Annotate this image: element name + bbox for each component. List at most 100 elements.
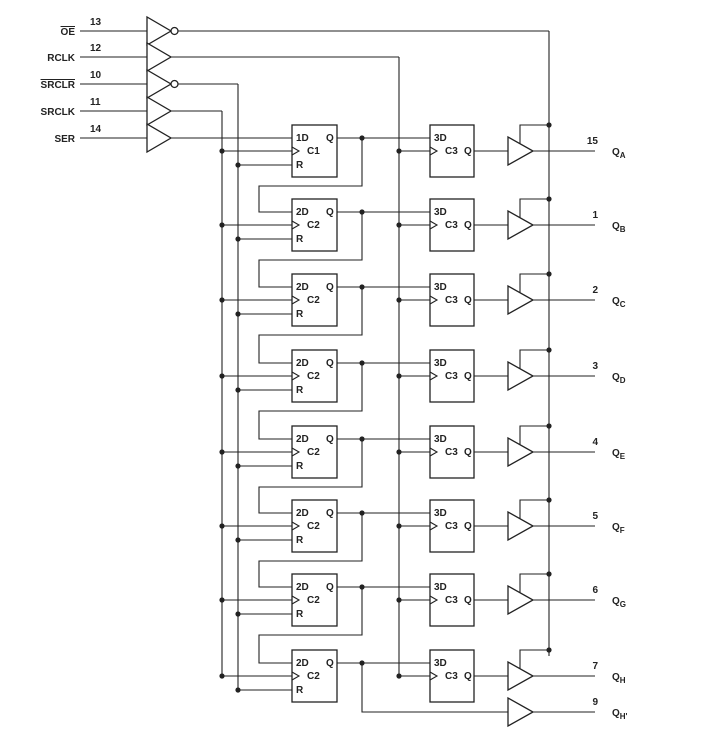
- serial-output-buffer: [507, 696, 535, 728]
- storage-q-label: Q: [464, 447, 472, 458]
- srclr-junction-dot: [235, 162, 241, 168]
- rclk-junction-dot: [396, 673, 402, 679]
- shift-q-label: Q: [326, 133, 334, 144]
- output-subscript: H': [620, 712, 628, 721]
- rclk-junction-dot: [396, 297, 402, 303]
- shift-q-label: Q: [326, 582, 334, 593]
- oe-junction-dot: [546, 196, 552, 202]
- output-label-qc: QC: [612, 296, 626, 309]
- clock-edge-icon: [291, 521, 301, 531]
- shift-d-label: 2D: [296, 434, 309, 445]
- storage-clock-label: C3: [445, 371, 458, 382]
- oe-junction-dot: [546, 497, 552, 503]
- storage-clock-label: C3: [445, 447, 458, 458]
- output-subscript: G: [620, 600, 626, 609]
- clock-edge-icon: [429, 595, 439, 605]
- shift-clock-label: C2: [307, 521, 320, 532]
- q-junction-dot: [359, 360, 365, 366]
- output-pin-9: 9: [592, 697, 598, 708]
- clock-edge-icon: [429, 371, 439, 381]
- storage-q-label: Q: [464, 371, 472, 382]
- input-label-rclk: RCLK: [47, 53, 76, 64]
- shift-d-label: 2D: [296, 658, 309, 669]
- rclk-junction-dot: [396, 597, 402, 603]
- input-pin-14: 14: [90, 124, 102, 135]
- input-pin-13: 13: [90, 17, 102, 28]
- input-srclr-inversion-bubble: [170, 79, 179, 89]
- output-label-qe: QE: [612, 448, 626, 461]
- oe-junction-dot: [546, 271, 552, 277]
- shift-q-label: Q: [326, 207, 334, 218]
- clock-edge-icon: [429, 521, 439, 531]
- output-label-qh: QH: [612, 672, 626, 685]
- srclr-junction-dot: [235, 687, 241, 693]
- output-pin-4: 4: [592, 437, 598, 448]
- rclk-junction-dot: [396, 373, 402, 379]
- output-tristate-buffer: [507, 510, 535, 542]
- output-pin-6: 6: [592, 585, 598, 596]
- clock-edge-icon: [429, 146, 439, 156]
- shift-clock-label: C2: [307, 671, 320, 682]
- shift-reset-label: R: [296, 234, 304, 245]
- input-oe-buffer: [146, 15, 173, 47]
- clock-edge-icon: [291, 671, 301, 681]
- output-pin-7: 7: [592, 661, 598, 672]
- output-label-qf: QF: [612, 522, 625, 535]
- srclr-junction-dot: [235, 387, 241, 393]
- shift-register-flipflop: [291, 573, 338, 627]
- oe-junction-dot: [546, 423, 552, 429]
- output-label-qg: QG: [612, 596, 626, 609]
- output-subscript: E: [620, 452, 626, 461]
- output-tristate-buffer: [507, 436, 535, 468]
- output-pin-2: 2: [592, 285, 598, 296]
- shift-q-label: Q: [326, 282, 334, 293]
- input-pin-12: 12: [90, 43, 102, 54]
- output-tristate-buffer: [507, 660, 535, 692]
- shift-q-label: Q: [326, 434, 334, 445]
- storage-clock-label: C3: [445, 220, 458, 231]
- shift-clock-label: C2: [307, 295, 320, 306]
- clock-edge-icon: [429, 295, 439, 305]
- shift-clock-label: C2: [307, 220, 320, 231]
- enable-wire: [519, 425, 549, 445]
- shift-clock-label: C2: [307, 447, 320, 458]
- clock-edge-icon: [429, 671, 439, 681]
- input-oe-inversion-bubble: [170, 26, 179, 36]
- shift-d-label: 1D: [296, 133, 309, 144]
- shift-q-label: Q: [326, 508, 334, 519]
- input-srclr-buffer: [146, 68, 173, 100]
- input-pin-10: 10: [90, 70, 102, 81]
- enable-wire: [519, 573, 549, 593]
- storage-q-label: Q: [464, 671, 472, 682]
- shift-d-label: 2D: [296, 282, 309, 293]
- storage-d-label: 3D: [434, 658, 447, 669]
- oe-junction-dot: [546, 347, 552, 353]
- enable-wire: [519, 349, 549, 369]
- output-pin-1: 1: [592, 210, 598, 221]
- clock-edge-icon: [429, 447, 439, 457]
- srclk-junction-dot: [219, 597, 225, 603]
- cascade-wire: [258, 513, 363, 588]
- storage-clock-label: C3: [445, 595, 458, 606]
- clock-edge-icon: [291, 447, 301, 457]
- storage-q-label: Q: [464, 295, 472, 306]
- shift-clock-label: C1: [307, 146, 320, 157]
- storage-d-label: 3D: [434, 282, 447, 293]
- rclk-junction-dot: [396, 148, 402, 154]
- storage-q-label: Q: [464, 595, 472, 606]
- cascade-wire: [258, 363, 363, 440]
- shift-d-label: 2D: [296, 508, 309, 519]
- output-tristate-buffer: [507, 584, 535, 616]
- q-junction-dot: [359, 135, 365, 141]
- srclr-junction-dot: [235, 311, 241, 317]
- storage-d-label: 3D: [434, 133, 447, 144]
- shift-register-flipflop: [291, 499, 338, 553]
- shift-reset-label: R: [296, 609, 304, 620]
- rclk-junction-dot: [396, 222, 402, 228]
- q-junction-dot: [359, 436, 365, 442]
- shift-reset-label: R: [296, 385, 304, 396]
- clock-edge-icon: [291, 595, 301, 605]
- enable-wire: [519, 198, 549, 218]
- clock-edge-icon: [291, 295, 301, 305]
- rclk-junction-dot: [396, 449, 402, 455]
